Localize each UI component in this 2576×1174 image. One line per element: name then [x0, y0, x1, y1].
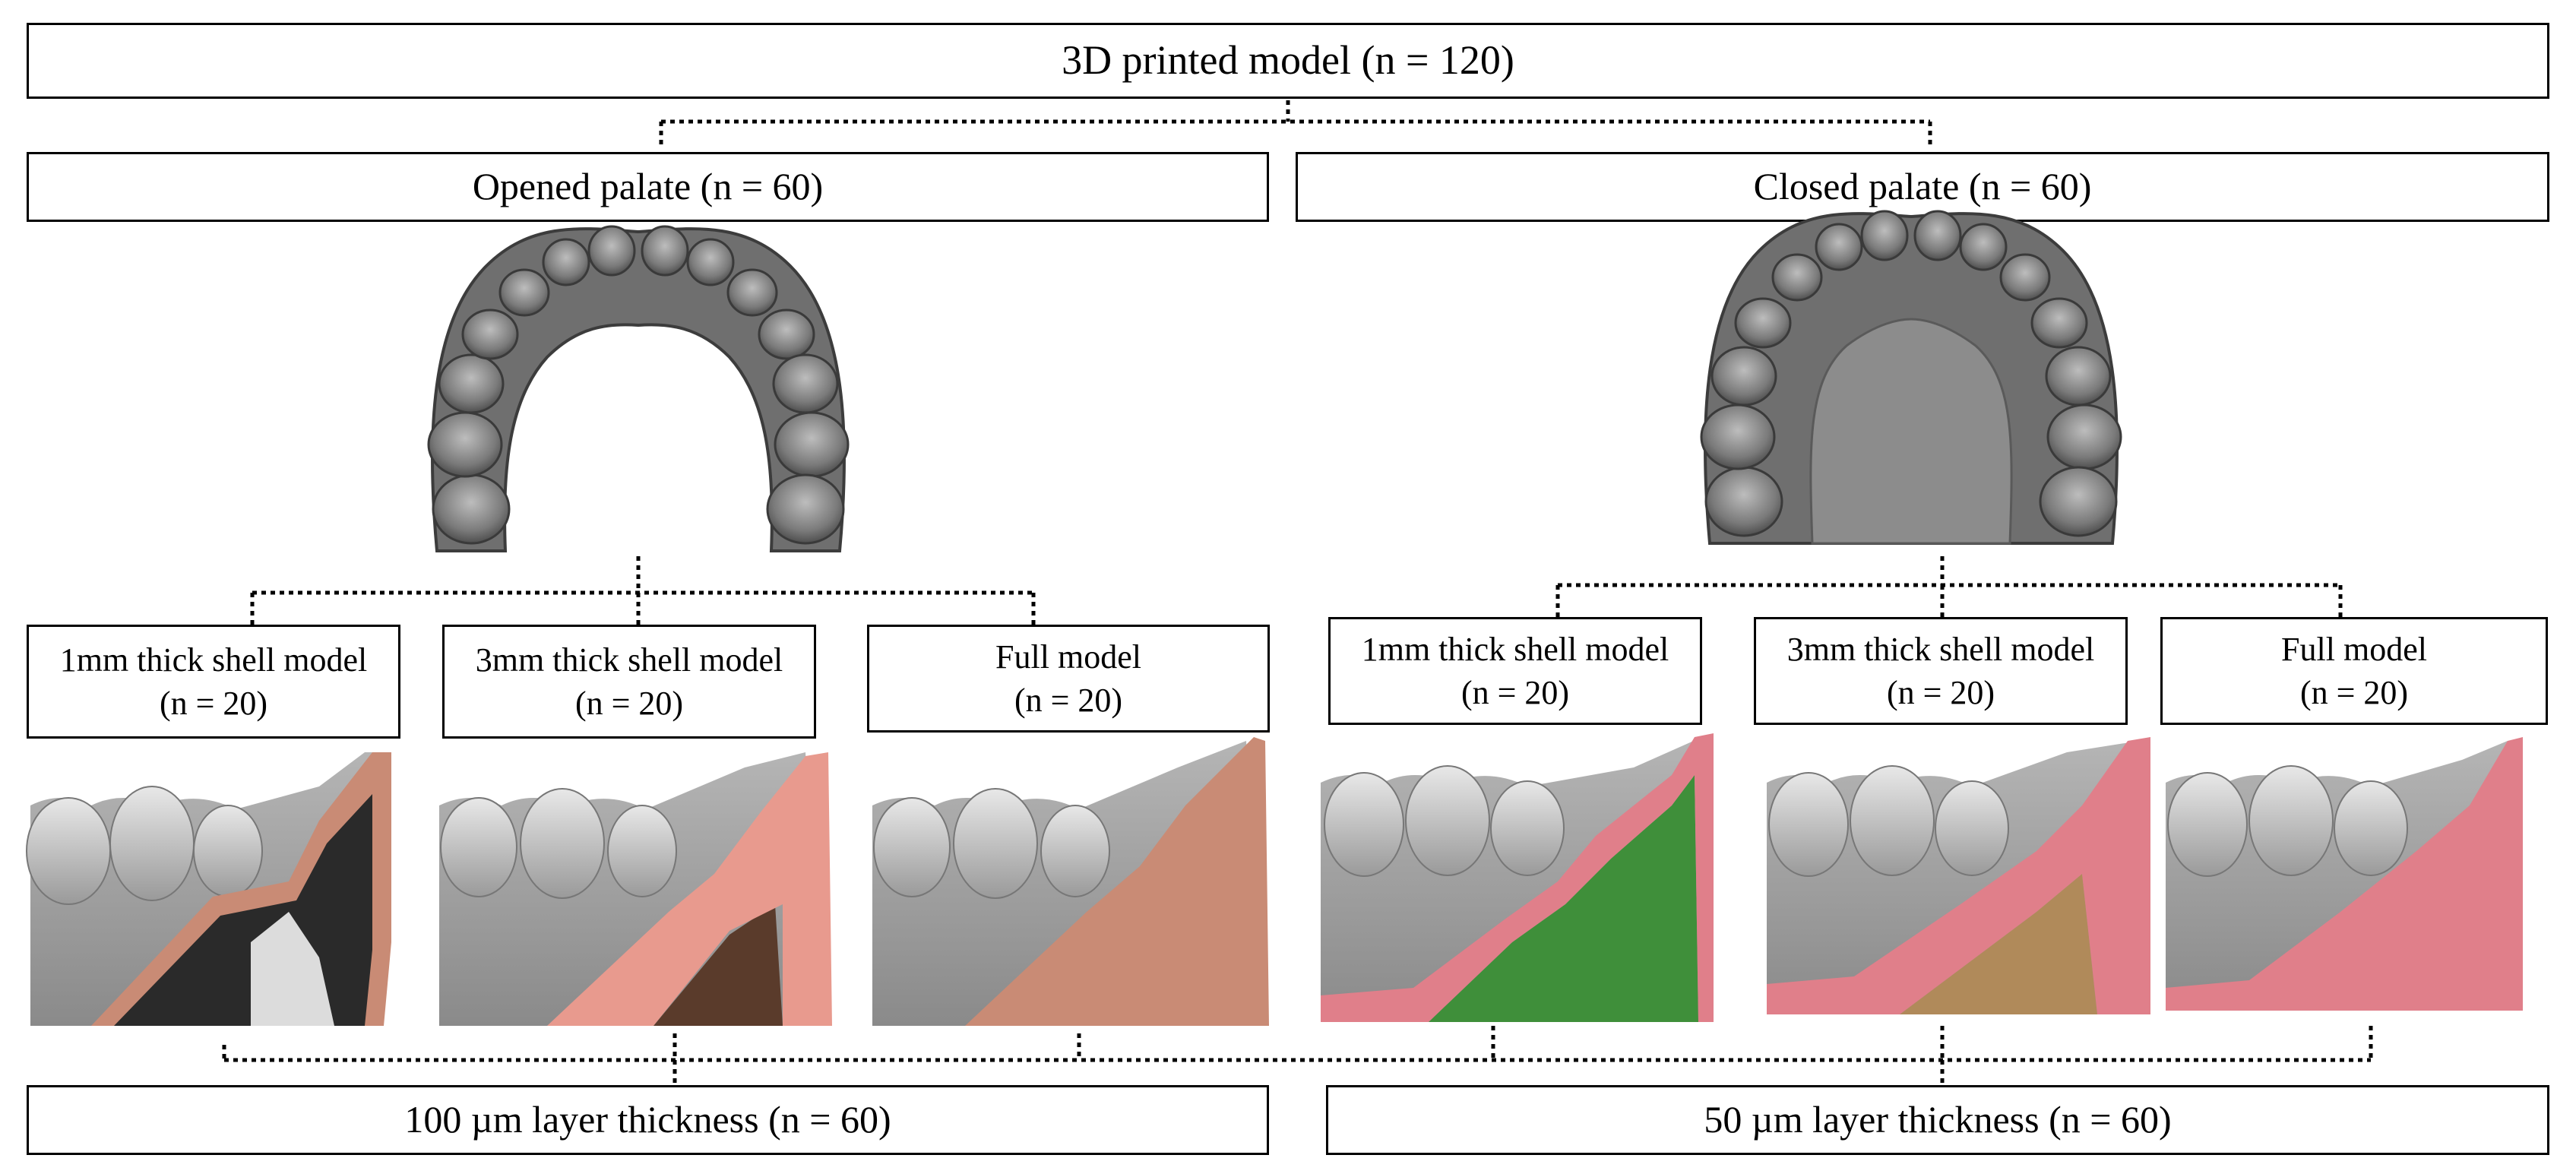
- section-closed-full: [2166, 737, 2523, 1011]
- model-count: (n = 20): [1886, 674, 1995, 711]
- opened-model-box-3mm: 3mm thick shell model (n = 20): [442, 625, 816, 739]
- model-name: 1mm thick shell model: [59, 641, 368, 679]
- model-count: (n = 20): [159, 685, 268, 722]
- model-name: 3mm thick shell model: [1786, 630, 2095, 668]
- model-count: (n = 20): [574, 685, 684, 722]
- closed-arch: [1700, 210, 2122, 545]
- model-name: 3mm thick shell model: [475, 641, 783, 679]
- model-count: (n = 20): [1460, 674, 1570, 711]
- shell-closed-full: [2166, 737, 2523, 1011]
- layer-box-100um: 100 µm layer thickness (n = 60): [27, 1085, 1269, 1155]
- shell-1mm: [91, 752, 391, 1026]
- opened-model-box-1mm: 1mm thick shell model (n = 20): [27, 625, 400, 739]
- layer-label-50um: 50 µm layer thickness (n = 60): [1704, 1098, 2172, 1141]
- shell-closed-1mm: [1321, 733, 1714, 1022]
- closed-model-box-1mm: 1mm thick shell model (n = 20): [1328, 617, 1702, 725]
- section-opened-3mm: [439, 752, 832, 1026]
- section-closed-3mm: [1767, 737, 2150, 1014]
- section-opened-1mm: [26, 752, 391, 1026]
- section-opened-full: [872, 737, 1269, 1026]
- shell-full: [965, 737, 1269, 1026]
- shell-3mm: [547, 752, 832, 1026]
- closed-palate-label: Closed palate (n = 60): [1753, 165, 2092, 208]
- shell-closed-3mm: [1767, 737, 2150, 1014]
- model-name: 1mm thick shell model: [1361, 630, 1669, 668]
- layer-box-50um: 50 µm layer thickness (n = 60): [1326, 1085, 2549, 1155]
- root-box: 3D printed model (n = 120): [27, 23, 2549, 99]
- opened-palate-label: Opened palate (n = 60): [472, 165, 824, 208]
- model-name: Full model: [995, 638, 1141, 676]
- section-closed-1mm: [1321, 733, 1714, 1022]
- model-count: (n = 20): [1014, 682, 1123, 719]
- closed-model-box-3mm: 3mm thick shell model (n = 20): [1754, 617, 2128, 725]
- model-count: (n = 20): [2299, 674, 2409, 711]
- opened-model-box-full: Full model (n = 20): [867, 625, 1270, 733]
- model-name: Full model: [2281, 630, 2427, 668]
- layer-label-100um: 100 µm layer thickness (n = 60): [404, 1098, 891, 1141]
- closed-model-box-full: Full model (n = 20): [2160, 617, 2548, 725]
- opened-arch: [427, 225, 850, 552]
- opened-palate-box: Opened palate (n = 60): [27, 152, 1269, 222]
- closed-palate-box: Closed palate (n = 60): [1296, 152, 2549, 222]
- root-label: 3D printed model (n = 120): [1062, 37, 1514, 84]
